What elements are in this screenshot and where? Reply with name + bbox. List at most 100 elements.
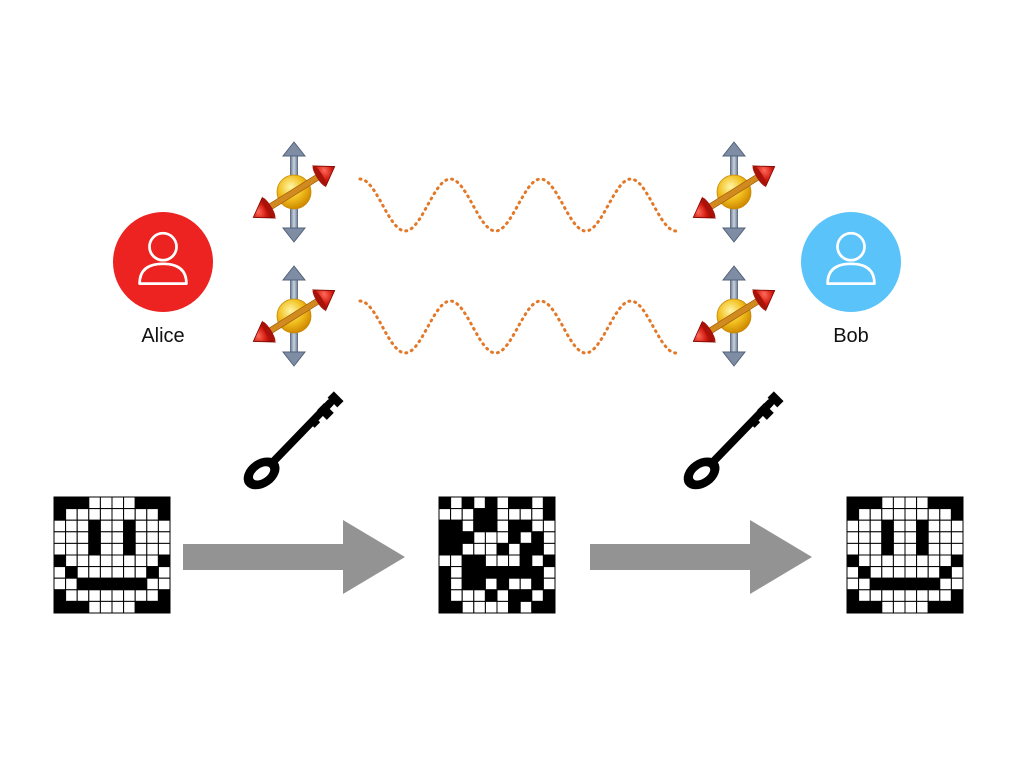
grid-cell	[146, 496, 159, 510]
grid-cell	[65, 542, 78, 556]
grid-cell	[950, 508, 964, 521]
grid-cell	[858, 531, 871, 544]
grid-cell	[484, 542, 498, 556]
grid-cell	[496, 554, 510, 568]
grid-cell	[484, 577, 498, 591]
grid-cell	[904, 600, 918, 614]
grid-cell	[146, 589, 159, 602]
grid-cell	[542, 542, 556, 556]
grid-cell	[496, 531, 510, 544]
grid-cell	[484, 589, 498, 602]
grid-cell	[927, 577, 941, 591]
grid-cell	[542, 496, 556, 510]
grid-cell	[892, 589, 906, 602]
grid-cell	[53, 577, 67, 591]
grid-cell	[904, 519, 918, 533]
grid-cell	[473, 577, 486, 591]
grid-cell	[846, 496, 860, 510]
grid-cell	[508, 542, 521, 556]
grid-cell	[76, 554, 90, 568]
grid-cell	[939, 519, 952, 533]
grid-cell	[157, 600, 171, 614]
grid-cell	[927, 566, 941, 579]
grid-cell	[519, 496, 533, 510]
grid-cell	[858, 519, 871, 533]
grid-cell	[65, 589, 78, 602]
grid-cell	[531, 589, 544, 602]
grid-cell	[111, 519, 125, 533]
grid-cell	[508, 600, 521, 614]
encrypt-arrow-icon	[183, 520, 405, 594]
grid-cell	[438, 496, 452, 510]
grid-cell	[99, 600, 113, 614]
grid-cell	[927, 531, 941, 544]
grid-cell	[916, 554, 929, 568]
grid-cell	[846, 531, 860, 544]
grid-cell	[88, 566, 101, 579]
grid-cell	[111, 554, 125, 568]
grid-cell	[484, 554, 498, 568]
grid-cell	[531, 508, 544, 521]
grid-cell	[881, 554, 894, 568]
grid-cell	[134, 531, 148, 544]
grid-cell	[939, 589, 952, 602]
grid-cell	[846, 542, 860, 556]
grid-cell	[904, 508, 918, 521]
grid-cell	[916, 577, 929, 591]
grid-cell	[111, 531, 125, 544]
grid-cell	[76, 496, 90, 510]
grid-cell	[846, 566, 860, 579]
grid-cell	[88, 577, 101, 591]
grid-cell	[157, 554, 171, 568]
alice-label: Alice	[141, 325, 184, 347]
grid-cell	[542, 508, 556, 521]
grid-cell	[65, 519, 78, 533]
grid-cell	[858, 577, 871, 591]
grid-cell	[473, 519, 486, 533]
grid-cell	[76, 589, 90, 602]
grid-cell	[892, 531, 906, 544]
grid-cell	[88, 508, 101, 521]
grid-cell	[123, 589, 136, 602]
grid-cell	[508, 519, 521, 533]
decrypted-smiley-grid	[846, 496, 964, 614]
grid-cell	[542, 554, 556, 568]
grid-cell	[496, 589, 510, 602]
grid-cell	[916, 589, 929, 602]
grid-cell	[531, 496, 544, 510]
grid-cell	[76, 519, 90, 533]
bob-group: Bob	[801, 212, 901, 347]
grid-cell	[146, 554, 159, 568]
grid-cell	[484, 508, 498, 521]
grid-cell	[473, 542, 486, 556]
grid-cell	[438, 519, 452, 533]
grid-cell	[519, 566, 533, 579]
grid-cell	[76, 566, 90, 579]
grid-cell	[858, 566, 871, 579]
grid-cell	[904, 577, 918, 591]
grid-cell	[950, 496, 964, 510]
grid-cell	[111, 508, 125, 521]
grid-cell	[531, 531, 544, 544]
photon-spin-icon	[686, 265, 782, 367]
grid-cell	[881, 531, 894, 544]
photon-spin-icon	[686, 141, 782, 243]
grid-cell	[53, 508, 67, 521]
grid-cell	[450, 554, 463, 568]
grid-cell	[99, 519, 113, 533]
grid-cell	[916, 531, 929, 544]
grid-cell	[869, 542, 883, 556]
grid-cell	[892, 600, 906, 614]
grid-cell	[146, 600, 159, 614]
plaintext-smiley-grid	[53, 496, 171, 614]
grid-cell	[892, 542, 906, 556]
grid-cell	[438, 589, 452, 602]
grid-cell	[123, 496, 136, 510]
alice-avatar	[113, 212, 213, 312]
grid-cell	[869, 600, 883, 614]
grid-cell	[65, 508, 78, 521]
grid-cell	[846, 600, 860, 614]
grid-cell	[99, 577, 113, 591]
grid-cell	[134, 554, 148, 568]
